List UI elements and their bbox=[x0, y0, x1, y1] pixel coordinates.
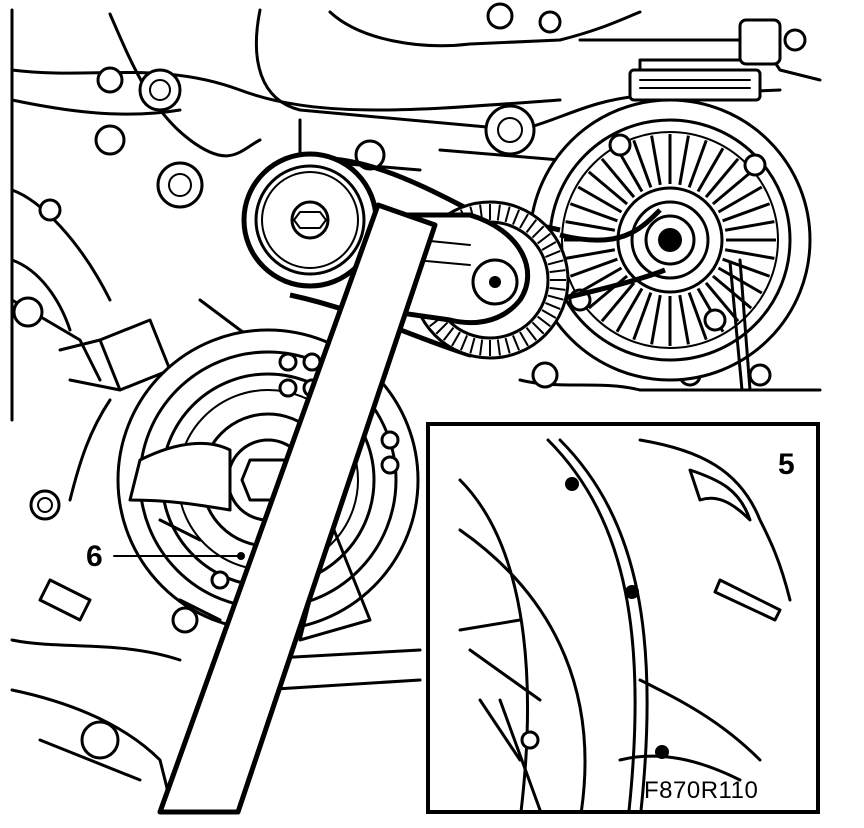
inset-number-label: 5 bbox=[778, 448, 795, 481]
idler-pulley bbox=[241, 151, 379, 289]
callout-6: 6 bbox=[86, 540, 245, 573]
callout-label-6: 6 bbox=[86, 540, 103, 573]
block-bolts bbox=[12, 2, 772, 760]
top-right-fitting bbox=[628, 18, 807, 102]
alternator bbox=[528, 98, 812, 392]
inset-detail-5: 5 F870R110 bbox=[426, 422, 820, 814]
tensioning-tool-bar bbox=[157, 202, 438, 815]
reference-code: F870R110 bbox=[644, 777, 758, 804]
left-sensor-connector bbox=[38, 318, 172, 622]
